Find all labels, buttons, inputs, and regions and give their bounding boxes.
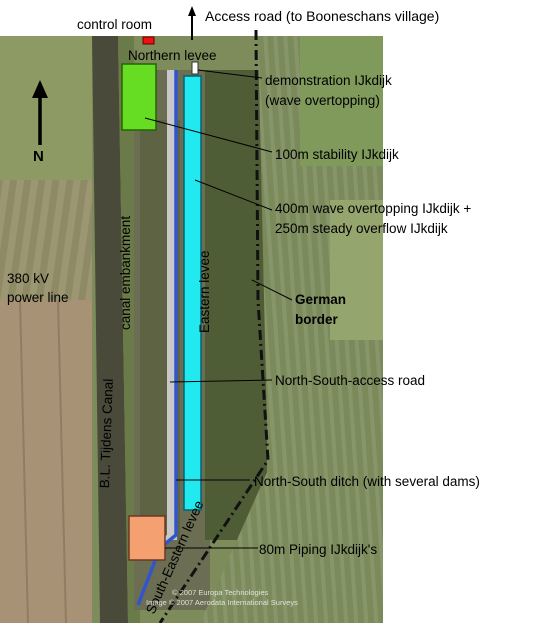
imagery-credit-line1: © 2007 Europa Technologies <box>172 588 269 597</box>
leader-lines <box>144 69 293 549</box>
ns-ditch-label: North-South ditch (with several dams) <box>254 474 480 489</box>
wave-overtopping-label-line1: 400m wave overtopping IJkdijk + <box>275 201 472 216</box>
piping-label: 80m Piping IJkdijk's <box>259 542 378 557</box>
imagery-credit-line2: Image © 2007 Aerodata International Surv… <box>146 598 298 607</box>
stability-label: 100m stability IJkdijk <box>275 147 399 162</box>
access-road-label: Access road (to Booneschans village) <box>205 8 440 24</box>
demonstration-label-line2: (wave overtopping) <box>265 93 380 108</box>
ns-access-road-label: North-South-access road <box>275 373 426 388</box>
control-room-marker <box>142 36 155 45</box>
eastern-levee-label: Eastern levee <box>197 250 212 333</box>
control-room-label: control room <box>77 17 153 32</box>
stability-zone <box>121 63 157 131</box>
power-line-label-line1: 380 kV <box>7 271 50 286</box>
wave-overtopping-label-line2: 250m steady overflow IJkdijk <box>275 221 448 236</box>
piping-zone <box>128 515 166 561</box>
power-line-label-line2: power line <box>7 290 69 305</box>
demonstration-label-line1: demonstration IJkdijk <box>265 73 392 88</box>
north-label: N <box>33 148 44 165</box>
canal-embankment-label: canal embankment <box>118 215 133 330</box>
german-border-label-line1: German <box>295 292 347 307</box>
access-road-arrow <box>188 6 196 16</box>
north-arrow-icon <box>32 80 48 98</box>
german-border-label-line2: border <box>295 312 338 327</box>
northern-levee-label: Northern levee <box>128 48 217 63</box>
german-border-line <box>158 29 270 624</box>
access-road-strip <box>167 70 177 540</box>
north-south-ditch <box>136 70 178 606</box>
wave-overtopping-zone <box>183 75 202 511</box>
demonstration-zone <box>191 61 199 75</box>
